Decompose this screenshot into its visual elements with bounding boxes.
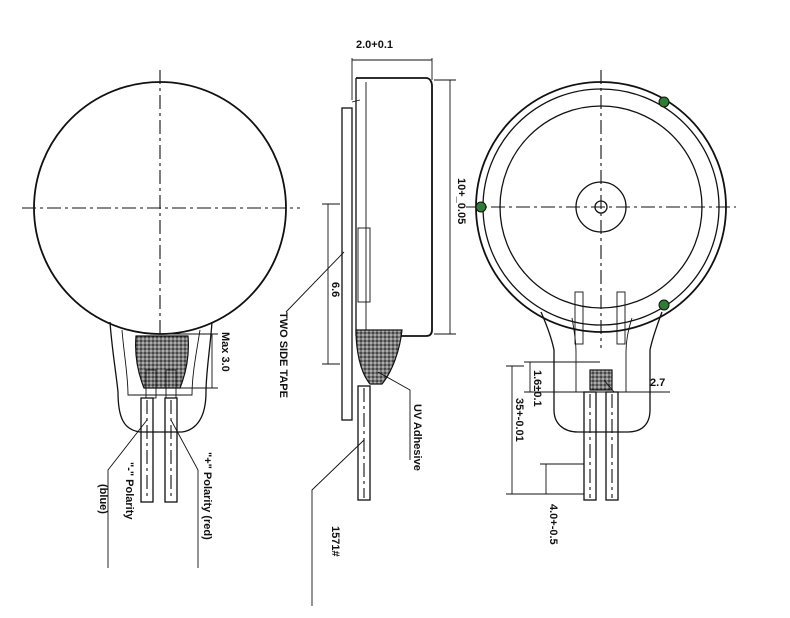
pad-dimension-label: 1.6±0.1 [531, 370, 543, 407]
neg-leader [107, 419, 148, 568]
width-dimension-label: 2.0+0.1 [356, 39, 393, 51]
side-view: 2.0+0.1 10+_0.05 6.6 TWO SIDE TAPE UV Ad… [277, 39, 467, 606]
wire-negative [140, 397, 154, 503]
tape-inner-block [357, 227, 371, 303]
front-adhesive [135, 335, 189, 389]
front-view: Max 3.0 "+" Polarity (red) "-" Polarity … [22, 70, 300, 568]
tape-leader [285, 251, 345, 313]
spacing-dimension-label: 2.7 [650, 377, 665, 389]
side-body-outline [356, 77, 433, 337]
uv-adhesive-label: UV Adhesive [411, 404, 423, 471]
solder-pad [589, 369, 613, 391]
tape-label: TWO SIDE TAPE [277, 312, 289, 398]
back-wire-right [605, 391, 619, 501]
pin-left [574, 291, 584, 345]
wire-spec-label: 1571# [329, 526, 341, 557]
front-neck-outline [109, 321, 213, 433]
back-tab-outline [540, 311, 663, 433]
side-adhesive [355, 329, 403, 385]
strip-dimension-label: 4.0+-0.5 [547, 504, 559, 545]
max-dimension-label: Max 3.0 [219, 332, 231, 372]
two-side-tape [341, 107, 353, 421]
tape-height-label: 6.6 [329, 282, 341, 297]
uv-leader [377, 371, 411, 460]
solder-point-top [658, 96, 670, 108]
neg-color-label: (blue) [97, 484, 109, 514]
back-tab-inner [571, 317, 633, 393]
pos-leader [170, 419, 199, 568]
diameter-dimension-label: 10+_0.05 [455, 178, 467, 224]
length-dimension-label: 35+-0.01 [513, 398, 525, 442]
side-wire [357, 385, 371, 501]
wire-positive [164, 397, 178, 503]
back-view: 1.6±0.1 35+-0.01 2.7 4.0+-0.5 [466, 70, 736, 545]
neg-polarity-label: "-" Polarity [123, 462, 135, 520]
wire-leader [311, 439, 365, 606]
pos-polarity-label: "+" Polarity (red) [201, 452, 213, 540]
pin-right [616, 291, 626, 345]
front-neck-inner [121, 329, 201, 396]
solder-point-right [658, 299, 670, 311]
solder-point-left [475, 201, 487, 213]
